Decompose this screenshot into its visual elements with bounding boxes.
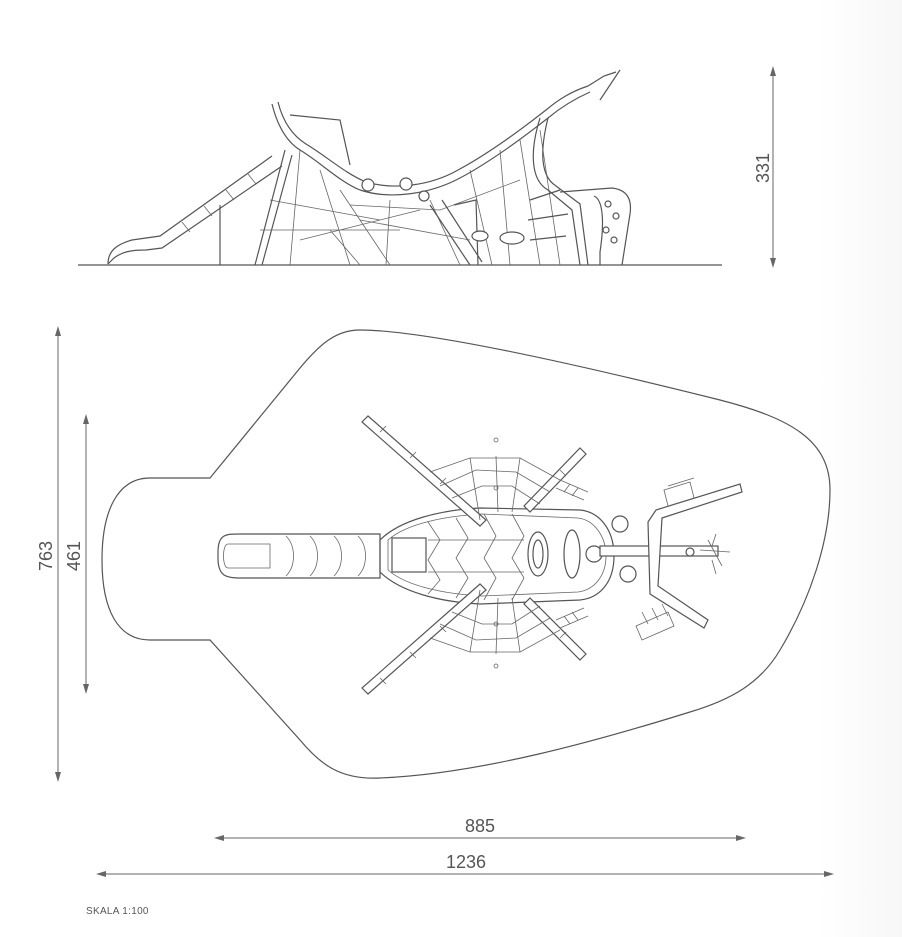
scale-label: SKALA 1:100 bbox=[86, 906, 149, 917]
center-ring bbox=[499, 231, 525, 245]
side-elevation bbox=[78, 69, 722, 266]
wing-segments bbox=[379, 425, 567, 685]
slide-lower-edge bbox=[107, 155, 273, 265]
right-arch-2 bbox=[542, 117, 589, 266]
tail-ring-upper bbox=[611, 515, 629, 533]
tail-fins bbox=[647, 483, 743, 629]
center-ring-small bbox=[471, 230, 489, 242]
wing-lower-right bbox=[523, 597, 587, 661]
plan-ring-2 bbox=[563, 529, 581, 579]
main-rail-upper bbox=[277, 85, 589, 187]
tail-upper-ladder bbox=[663, 477, 695, 507]
dim-depth-structure-label: 461 bbox=[64, 541, 84, 571]
plan-tail bbox=[599, 477, 743, 641]
dim-width-total-label: 1236 bbox=[446, 852, 486, 872]
dim-width-structure: 885 bbox=[214, 816, 746, 841]
plan-seat bbox=[391, 537, 427, 573]
dim-width-total: 1236 bbox=[96, 852, 834, 877]
right-climb-panel bbox=[559, 187, 632, 266]
right-arch-1 bbox=[532, 117, 581, 266]
plan-wings bbox=[361, 415, 587, 695]
joint-1 bbox=[361, 178, 375, 192]
joint-2 bbox=[399, 177, 413, 191]
center-ladder bbox=[429, 199, 483, 266]
tail-ring-lower bbox=[619, 565, 637, 583]
plan-small-ladders bbox=[555, 479, 589, 629]
plan-wing-nets bbox=[429, 437, 561, 669]
side-net bbox=[260, 129, 561, 266]
right-climb-inner bbox=[593, 195, 604, 265]
dim-width-structure-label: 885 bbox=[465, 816, 495, 836]
climbing-holds bbox=[602, 200, 620, 244]
seat-back bbox=[289, 114, 351, 166]
main-rail-lower bbox=[271, 91, 591, 196]
safety-zone-outline bbox=[101, 329, 831, 779]
slide-upper-edge bbox=[107, 165, 283, 265]
left-leg bbox=[254, 149, 286, 266]
tail-tip bbox=[587, 69, 621, 101]
tail-rotor bbox=[699, 533, 731, 575]
right-rungs bbox=[527, 189, 569, 241]
dim-depth-structure: 461 bbox=[64, 414, 89, 694]
wing-upper-left bbox=[361, 415, 487, 527]
dim-height-side: 331 bbox=[753, 66, 776, 268]
plan-body bbox=[379, 507, 615, 605]
background-edge bbox=[820, 0, 902, 937]
dim-depth-total-label: 763 bbox=[36, 541, 56, 571]
plan-net-grid bbox=[427, 513, 525, 601]
joint-3 bbox=[418, 190, 430, 202]
plan-view bbox=[101, 329, 831, 779]
tail-hub bbox=[685, 547, 695, 557]
wing-upper-right bbox=[523, 447, 587, 513]
dim-height-side-label: 331 bbox=[753, 153, 773, 183]
tail-lower-ladder bbox=[635, 603, 675, 641]
dim-depth-total: 763 bbox=[36, 326, 61, 782]
plan-ring-1-inner bbox=[532, 539, 544, 569]
wing-lower-left bbox=[361, 583, 487, 695]
slide-segments bbox=[181, 173, 257, 233]
left-leg-inner bbox=[261, 154, 293, 266]
plan-slide bbox=[217, 533, 381, 579]
